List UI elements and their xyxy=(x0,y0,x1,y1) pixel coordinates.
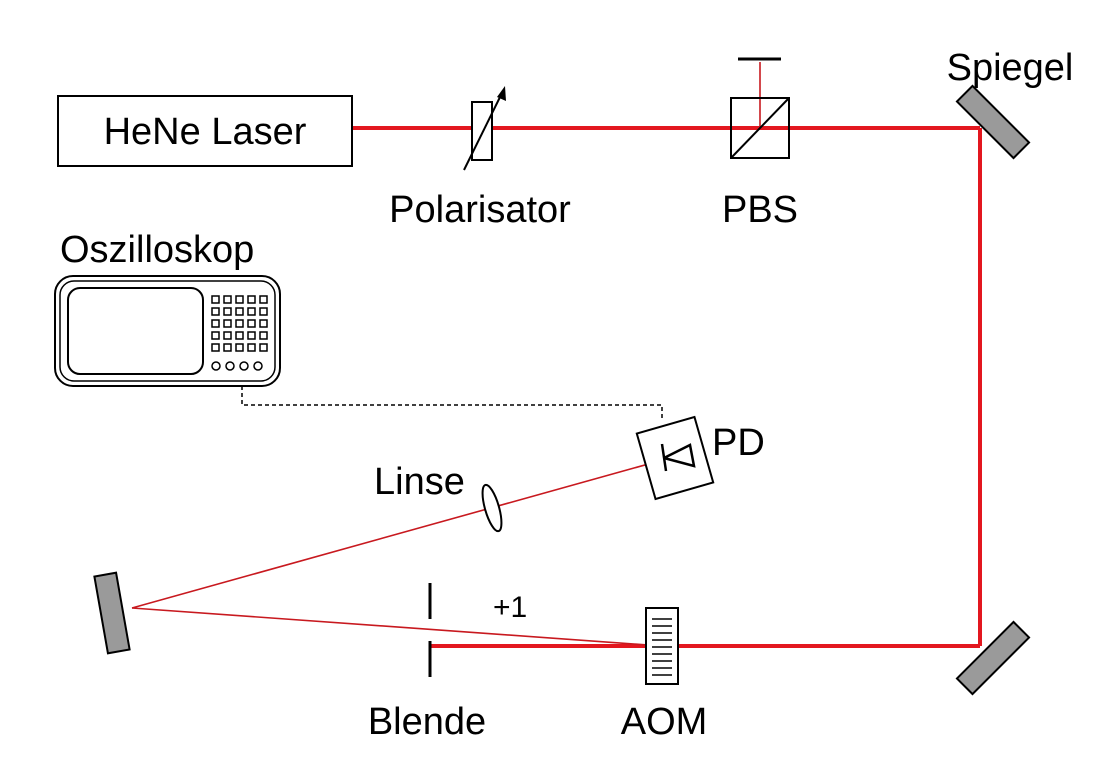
mirror-icon xyxy=(955,84,1031,160)
polarizer: Polarisator xyxy=(389,86,571,231)
oscilloscope: Oszilloskop xyxy=(54,229,281,387)
photodiode-housing xyxy=(635,415,715,501)
laser-label: HeNe Laser xyxy=(104,111,307,153)
lens: Linse xyxy=(374,461,503,533)
hene-laser: HeNe Laser xyxy=(57,95,353,167)
oscilloscope-buttons xyxy=(211,295,268,371)
mirror-label: Spiegel xyxy=(947,47,1074,89)
oscilloscope-label: Oszilloskop xyxy=(60,229,254,271)
polarizer-rotation-arrow xyxy=(463,90,504,171)
mirror-bottom xyxy=(955,620,1031,696)
oscilloscope-screen xyxy=(67,287,204,375)
pbs-label: PBS xyxy=(722,189,798,231)
beam-splitter-diagonal xyxy=(730,97,790,159)
polarizer-label: Polarisator xyxy=(389,189,571,231)
polarizer-arrowhead-icon xyxy=(497,86,506,101)
photodiode-icon xyxy=(660,443,696,472)
aom-grating-lines xyxy=(652,618,672,676)
mirror-top: Spiegel xyxy=(947,47,1074,160)
lens-icon xyxy=(481,483,503,533)
mirror-icon xyxy=(955,620,1031,696)
beam-splitter-cube-icon xyxy=(730,97,790,159)
aperture-label: Blende xyxy=(368,701,486,743)
aom-label: AOM xyxy=(621,701,708,743)
acousto-optic-modulator-icon xyxy=(645,607,679,685)
mirror-icon xyxy=(93,571,131,655)
photodiode-label: PD xyxy=(712,422,765,464)
pbs: PBS xyxy=(722,57,798,231)
laser-housing xyxy=(57,95,353,167)
lens-label: Linse xyxy=(374,461,465,503)
laser-beam-path xyxy=(131,62,982,648)
beam-to-photodiode xyxy=(131,457,671,609)
beam-first-order xyxy=(131,607,663,647)
signal-cable xyxy=(241,386,663,420)
aperture: Blende xyxy=(368,583,486,743)
aom: AOM xyxy=(621,607,708,743)
oscilloscope-icon xyxy=(54,275,281,387)
polarizer-icon xyxy=(471,101,493,161)
photodiode: PD xyxy=(635,415,765,501)
mirror-left xyxy=(93,571,131,655)
first-order-label: +1 xyxy=(493,591,527,624)
